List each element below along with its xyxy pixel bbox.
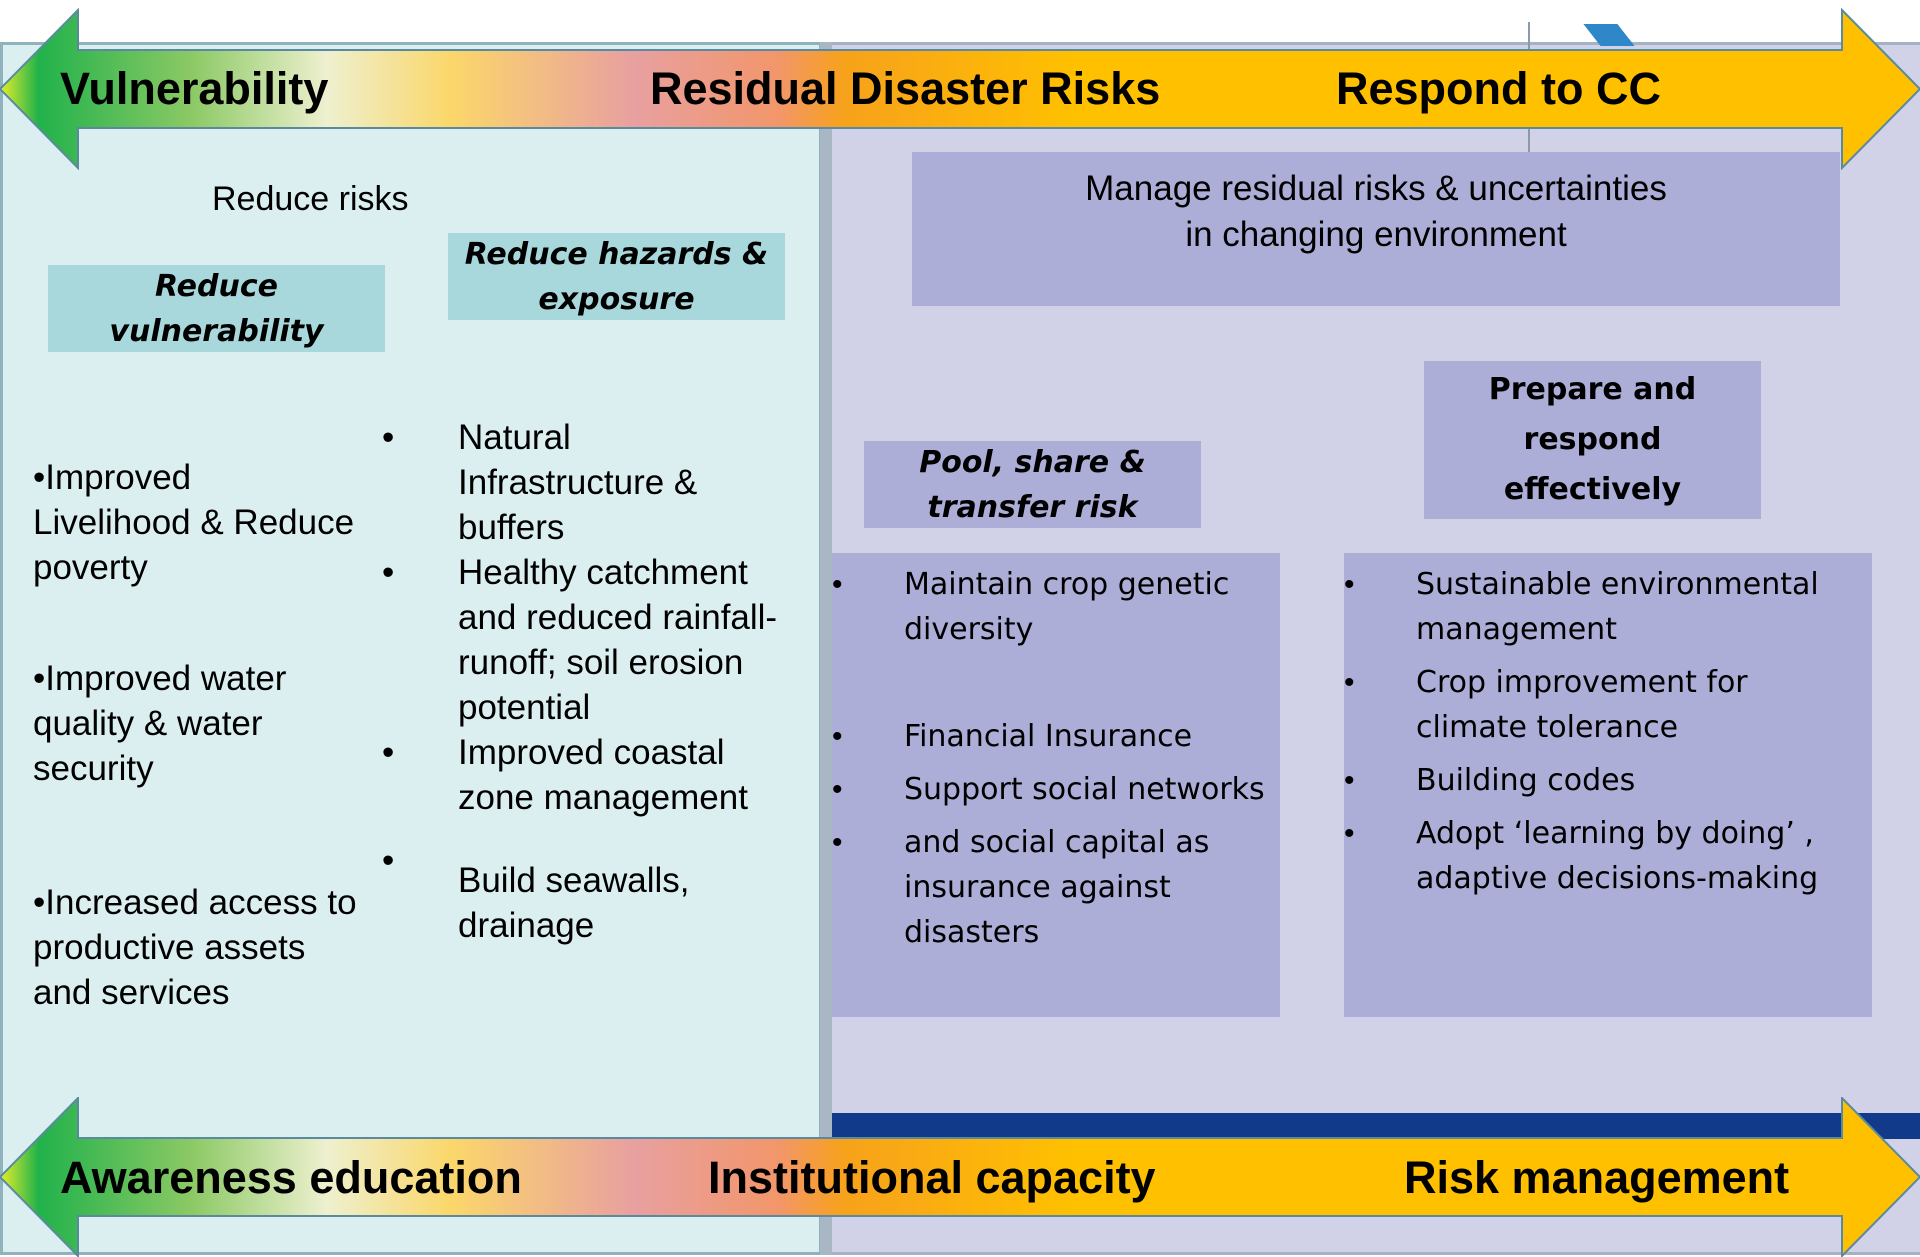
item-line: zone management [458,778,748,817]
bullet: • [832,773,843,806]
bullet: • [1344,666,1355,699]
list-item: • Support social networks [832,767,1280,812]
item-line: Build seawalls, [458,861,690,900]
navy-accent-bar [832,1113,1920,1139]
item-line: drainage [458,906,595,945]
vulnerability-item: •Increased access to productive assets a… [33,880,357,1015]
item-line: poverty [33,548,148,587]
bullet: • [832,568,843,601]
list-item: • and social capital as insurance agains… [832,820,1280,955]
item-line: Healthy catchment [458,553,748,592]
item-line: and reduced rainfall- [458,598,778,637]
reduce-risks-label: Reduce risks [212,180,409,218]
hazard-measures-list: • Natural Infrastructure & buffers • Hea… [382,415,806,948]
item-line: quality & water [33,704,263,743]
reduce-vulnerability-box: Reduce vulnerability [48,265,385,352]
institutional-capacity-label: Institutional capacity [708,1152,1156,1203]
vulnerability-item: •Improved water quality & water security [33,656,286,791]
box-line: effectively [1503,472,1682,507]
vulnerability-label: Vulnerability [60,63,329,114]
box-line: Prepare and [1488,372,1697,407]
prepare-measures-list: • Sustainable environmental management •… [1344,562,1872,901]
item-line: Infrastructure & [458,463,698,502]
item-line: runoff; soil erosion [458,643,744,682]
box-line: vulnerability [109,313,324,349]
reduce-hazards-exposure-box: Reduce hazards & exposure [448,233,785,320]
item-line: Improved coastal [458,733,725,772]
list-item: • Crop improvement for climate tolerance [1344,660,1872,750]
bullet: • [382,841,395,880]
residual-disaster-risks-label: Residual Disaster Risks [650,63,1161,114]
box-line: respond [1523,422,1662,457]
item-line: Crop improvement for [1416,665,1748,700]
top-double-arrow [0,8,1920,170]
item-line: adaptive decisions-making [1416,861,1819,896]
item-line: and social capital as [904,825,1210,860]
list-item: • Natural Infrastructure & buffers [382,415,806,550]
item-line: Adopt ‘learning by doing’ , [1416,816,1814,851]
box-line: in changing environment [1185,215,1567,254]
pool-share-transfer-risk-box: Pool, share & transfer risk [864,441,1201,528]
item-line: Natural [458,418,571,457]
item-line: Financial Insurance [904,719,1193,754]
list-item: • Building codes [1344,758,1872,803]
box-line: exposure [538,281,695,317]
bullet: • [382,553,395,592]
item-line: Support social networks [904,772,1265,807]
item-line: Sustainable environmental [1416,567,1819,602]
list-item: • Improved coastal zone management [382,730,806,820]
item-line: and services [33,973,230,1012]
prepare-respond-box: Prepare and respond effectively [1424,361,1761,519]
item-line: potential [458,688,591,727]
list-item: • Maintain crop genetic diversity [832,562,1280,652]
item-line: climate tolerance [1416,710,1679,745]
bullet: • [1344,568,1355,601]
item-line: security [33,749,154,788]
risk-management-label: Risk management [1404,1152,1790,1203]
panel-divider [820,42,832,1255]
box-line: Reduce hazards & [464,236,769,272]
item-line: management [1416,612,1617,647]
box-line: Reduce [155,268,278,304]
item-line: buffers [458,508,565,547]
vulnerability-item: •Improved Livelihood & Reduce poverty [33,455,354,590]
item-line: Maintain crop genetic [904,567,1230,602]
bullet: • [382,733,395,772]
list-item: • Build seawalls, drainage [382,841,806,948]
item-line: insurance against [904,870,1171,905]
manage-residual-risks-box: Manage residual risks & uncertainties in… [912,152,1840,306]
bullet: • [832,720,843,753]
pool-measures-list: • Maintain crop genetic diversity • Fina… [832,562,1280,955]
item-line: Building codes [1416,763,1636,798]
list-item: • Financial Insurance [832,714,1280,759]
bullet: • [832,826,843,859]
bullet: • [1344,764,1355,797]
item-line: •Increased access to [33,883,357,922]
item-line: Livelihood & Reduce [33,503,355,542]
list-item: • Adopt ‘learning by doing’ , adaptive d… [1344,811,1872,901]
bullet: • [1344,817,1355,850]
bottom-double-arrow [0,1097,1920,1257]
box-line: Manage residual risks & uncertainties [1085,169,1667,208]
box-line: transfer risk [927,489,1138,525]
item-line: productive assets [33,928,306,967]
list-item: • Healthy catchment and reduced rainfall… [382,550,806,730]
item-line: disasters [904,915,1040,950]
prepare-measures-box [1344,553,1872,1017]
respond-to-cc-label: Respond to CC [1336,63,1661,114]
item-line: diversity [904,612,1034,647]
item-line: •Improved [33,458,192,497]
pool-measures-box [832,553,1280,1017]
item-line: •Improved water [33,659,287,698]
awareness-education-label: Awareness education [60,1152,522,1203]
box-line: Pool, share & [919,444,1146,480]
list-item: • Sustainable environmental management [1344,562,1872,652]
bullet: • [382,418,395,457]
